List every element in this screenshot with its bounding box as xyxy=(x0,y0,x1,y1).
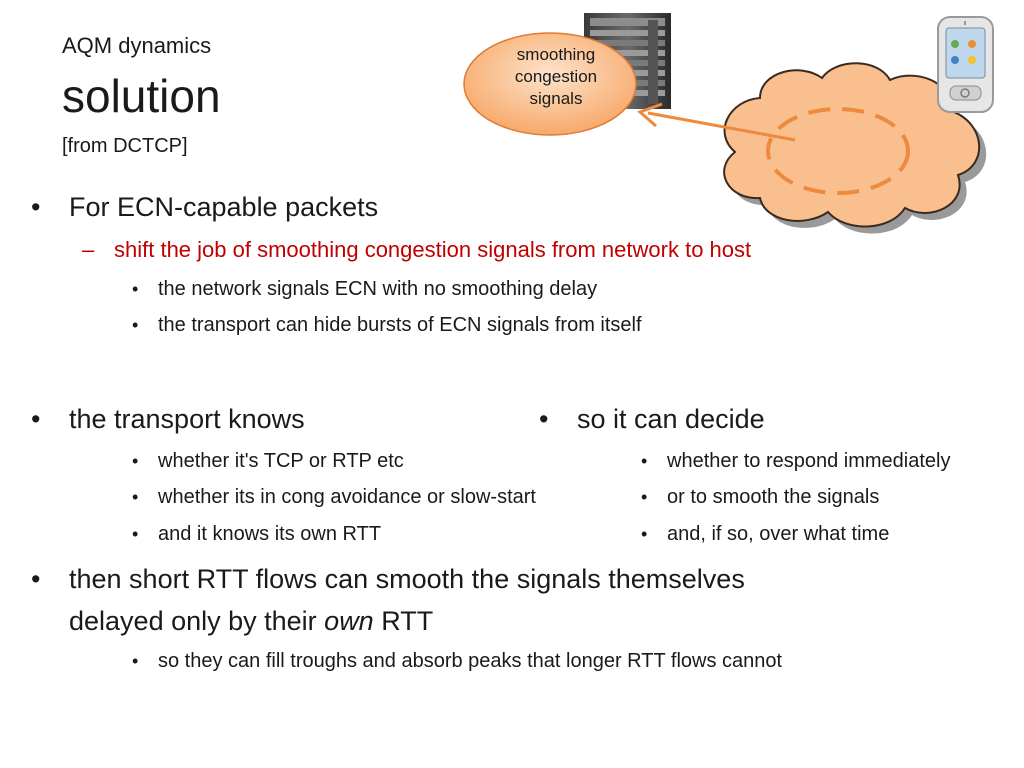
point-over-what-time: • and, if so, over what time xyxy=(641,521,890,547)
point-transport-hide: • the transport can hide bursts of ECN s… xyxy=(132,312,642,338)
bullet-text: so it can decide xyxy=(577,404,765,434)
point-fill-troughs: • so they can fill troughs and absorb pe… xyxy=(132,648,783,674)
bullet-icon: • xyxy=(132,651,139,671)
slide-title-source: [from DCTCP] xyxy=(62,135,188,157)
bullet-icon: • xyxy=(132,451,139,471)
bullet-ecn-capable: • For ECN-capable packets xyxy=(31,190,379,224)
bullet-text: For ECN-capable packets xyxy=(69,192,379,222)
bullet-icon: • xyxy=(132,524,139,544)
callout-bubble xyxy=(463,32,637,136)
point-network-signals: • the network signals ECN with no smooth… xyxy=(132,276,598,302)
bullet-short-rtt-flows: • then short RTT flows can smooth the si… xyxy=(31,562,745,596)
emphasis-text: own xyxy=(324,606,374,636)
slide-title-top: AQM dynamics xyxy=(62,33,212,58)
subbullet-shift-job: – shift the job of smoothing congestion … xyxy=(82,236,752,264)
bullet-text: RTT xyxy=(381,606,434,636)
point-text: so they can fill troughs and absorb peak… xyxy=(158,650,783,672)
bullet-text: the transport knows xyxy=(69,404,305,434)
point-text: and it knows its own RTT xyxy=(158,523,382,545)
bullet-transport-knows: • the transport knows xyxy=(31,402,305,436)
network-cloud-icon xyxy=(723,62,987,234)
subbullet-text: shift the job of smoothing congestion si… xyxy=(114,237,752,262)
bullet-text: delayed only by their xyxy=(69,606,317,636)
bullet-icon: • xyxy=(31,404,41,434)
point-text: whether to respond immediately xyxy=(667,450,951,472)
callout-line-3: signals xyxy=(529,89,583,108)
point-text: whether its in cong avoidance or slow-st… xyxy=(158,486,536,508)
bullet-icon: • xyxy=(132,315,139,335)
bullet-icon: • xyxy=(132,279,139,299)
bullet-icon: • xyxy=(641,487,648,507)
bullet-icon: • xyxy=(132,487,139,507)
point-cong-avoidance: • whether its in cong avoidance or slow-… xyxy=(132,484,536,510)
mobile-phone-icon xyxy=(937,16,994,113)
bullet-it-can-decide: • so it can decide xyxy=(539,402,765,436)
bullet-icon: • xyxy=(31,564,41,594)
point-text: whether it's TCP or RTP etc xyxy=(158,450,404,472)
point-own-rtt: • and it knows its own RTT xyxy=(132,521,382,547)
dash-icon: – xyxy=(82,237,95,262)
point-text: the transport can hide bursts of ECN sig… xyxy=(158,314,642,336)
point-text: or to smooth the signals xyxy=(667,486,880,508)
callout-text: smoothing congestion signals xyxy=(472,44,640,110)
point-respond-immediately: • whether to respond immediately xyxy=(641,448,951,474)
callout-line-1: smoothing xyxy=(516,45,596,64)
bullet-icon: • xyxy=(641,451,648,471)
bullet-icon: • xyxy=(31,192,41,222)
bullet-short-rtt-flows-line2: delayed only by their own RTT xyxy=(69,604,433,638)
point-tcp-rtp: • whether it's TCP or RTP etc xyxy=(132,448,404,474)
bullet-icon: • xyxy=(539,404,549,434)
point-text: the network signals ECN with no smoothin… xyxy=(158,278,598,300)
slide-title-main: solution xyxy=(62,70,221,122)
point-text: and, if so, over what time xyxy=(667,523,890,545)
arrow-icon xyxy=(637,102,796,142)
bullet-text: then short RTT flows can smooth the sign… xyxy=(69,564,745,594)
bullet-icon: • xyxy=(641,524,648,544)
point-smooth-signals: • or to smooth the signals xyxy=(641,484,880,510)
callout-line-2: congestion xyxy=(514,67,598,86)
